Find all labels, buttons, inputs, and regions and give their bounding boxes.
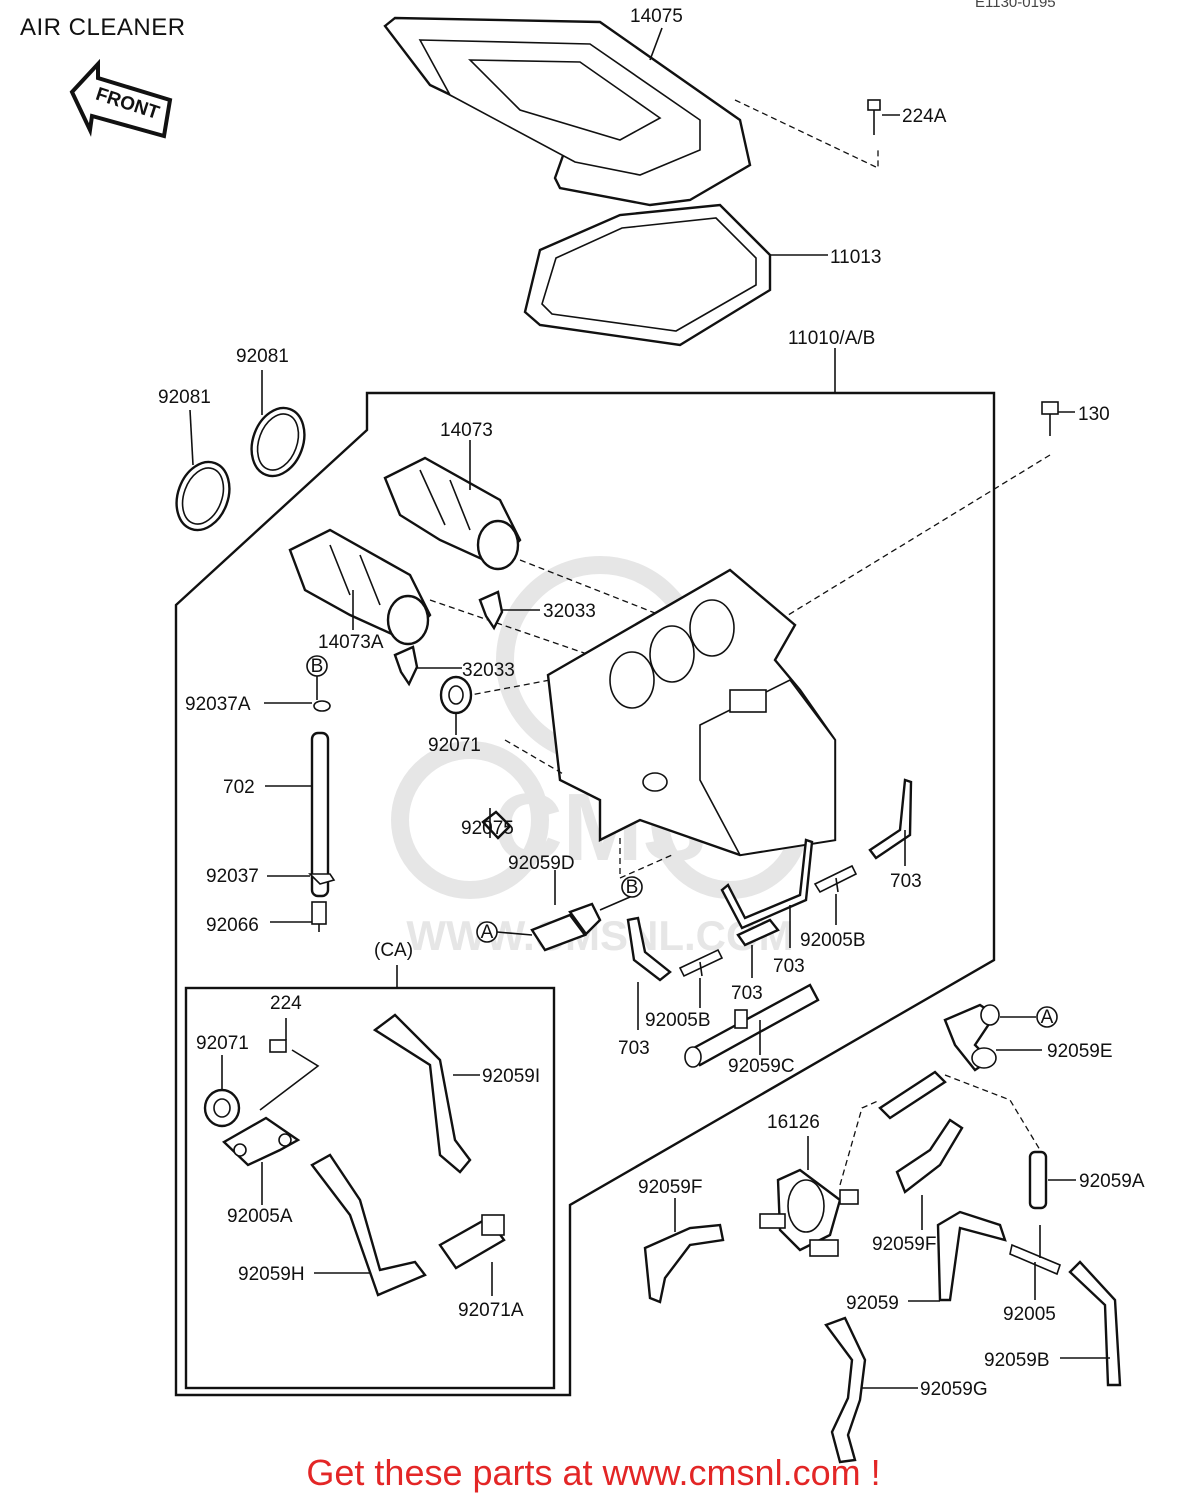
fitting-92005b-left xyxy=(678,948,724,978)
callout-224a: 224A xyxy=(902,106,947,127)
svg-text:B: B xyxy=(626,877,639,898)
ca-variant-box xyxy=(184,986,556,1390)
callout-92059e: 92059E xyxy=(1047,1041,1113,1062)
svg-text:A: A xyxy=(1041,1007,1054,1028)
hose-92059f-left xyxy=(643,1223,725,1304)
callout-224: 224 xyxy=(270,993,302,1014)
valve-16126 xyxy=(759,1168,859,1257)
callout-92071: 92071 xyxy=(428,735,481,756)
hose-92059b xyxy=(1068,1260,1122,1387)
bolt-224a xyxy=(867,99,881,135)
callout-92059: 92059 xyxy=(846,1293,899,1314)
air-cleaner-cover xyxy=(383,16,752,207)
callout-16126: 16126 xyxy=(767,1112,820,1133)
gasket-11013 xyxy=(523,203,772,347)
nipple-92071a xyxy=(438,1214,506,1270)
callout-92005: 92005 xyxy=(1003,1304,1056,1325)
callout-703-left: 703 xyxy=(618,1038,650,1059)
hose-92059i xyxy=(372,1013,472,1174)
front-arrow: FRONT xyxy=(69,58,173,139)
o-ring-92081-left xyxy=(175,460,231,532)
bolt-224 xyxy=(269,1039,287,1053)
callout-92059c: 92059C xyxy=(728,1056,795,1077)
marker-a-left: A xyxy=(476,921,498,943)
callout-92059h: 92059H xyxy=(238,1264,305,1285)
hose-92059a xyxy=(1028,1150,1048,1210)
callout-14075: 14075 xyxy=(630,6,683,27)
o-ring-92081-right xyxy=(250,406,306,478)
hose-92059f-right xyxy=(895,1118,964,1194)
hose-703-short xyxy=(736,918,780,947)
callout-92059a: 92059A xyxy=(1079,1171,1145,1192)
callout-92081-right: 92081 xyxy=(236,346,289,367)
hose-702 xyxy=(310,731,330,898)
callout-92005b-right: 92005B xyxy=(800,930,866,951)
fitting-92005 xyxy=(1009,1225,1061,1276)
air-cleaner-case-outline xyxy=(174,391,996,1397)
fitting-92005b-right xyxy=(813,864,858,894)
pipe-92059d xyxy=(530,902,602,952)
callout-92071-ca: 92071 xyxy=(196,1033,249,1054)
hose-92059h xyxy=(310,1153,427,1297)
hose-92059 xyxy=(936,1210,1007,1302)
callout-92075: 92075 xyxy=(461,818,514,839)
bracket-92005a xyxy=(222,1116,301,1167)
callout-32033-a: 32033 xyxy=(543,601,596,622)
callout-703-right: 703 xyxy=(890,871,922,892)
callout-11010: 11010/A/B xyxy=(788,328,875,349)
hose-92059g xyxy=(824,1316,867,1464)
callout-702: 702 xyxy=(223,777,255,798)
elbow-32033-a xyxy=(478,590,504,631)
callout-92071a: 92071A xyxy=(458,1300,524,1321)
callout-14073a: 14073A xyxy=(318,632,384,653)
callout-703-mid: 703 xyxy=(773,956,805,977)
callout-92081-left: 92081 xyxy=(158,387,211,408)
marker-a-right: A xyxy=(1036,1006,1058,1028)
page-title: AIR CLEANER xyxy=(20,14,186,41)
shop-link[interactable]: Get these parts at www.cmsnl.com ! xyxy=(306,1452,881,1493)
clip-92037 xyxy=(308,873,336,885)
callout-14073: 14073 xyxy=(440,420,493,441)
pipe-92059c xyxy=(684,983,820,1068)
callout-92037a: 92037A xyxy=(185,694,251,715)
pipe-connector xyxy=(878,1070,947,1120)
callout-92059f-right: 92059F xyxy=(872,1234,936,1255)
callout-92066: 92066 xyxy=(206,915,259,936)
callout-92059f-left: 92059F xyxy=(638,1177,702,1198)
callout-92005a: 92005A xyxy=(227,1206,293,1227)
marker-b-lower: B xyxy=(621,876,643,898)
ref-code: E1130-0195 xyxy=(975,0,1056,11)
elbow-92059e xyxy=(943,1003,1000,1072)
svg-text:A: A xyxy=(481,922,494,943)
callout-92037: 92037 xyxy=(206,866,259,887)
callout-92005b-left: 92005B xyxy=(645,1010,711,1031)
air-cleaner-case xyxy=(546,568,837,857)
marker-b-top: B xyxy=(306,655,328,677)
hose-703-right xyxy=(868,778,913,860)
funnel-14073 xyxy=(383,456,522,571)
funnel-14073a xyxy=(288,528,432,646)
callout-ca: (CA) xyxy=(374,940,413,961)
callout-11013: 11013 xyxy=(830,247,881,268)
callout-92059i: 92059I xyxy=(482,1066,540,1087)
callout-32033-b: 32033 xyxy=(462,660,515,681)
elbow-32033-b xyxy=(393,645,419,687)
callout-703-short: 703 xyxy=(731,983,763,1004)
hose-703-left xyxy=(626,916,672,982)
grommet-92071 xyxy=(439,675,473,715)
plug-92066 xyxy=(311,901,327,932)
callout-130: 130 xyxy=(1078,404,1110,425)
callout-92059d: 92059D xyxy=(508,853,575,874)
svg-text:B: B xyxy=(311,656,324,677)
grommet-92071-ca xyxy=(203,1088,241,1128)
callout-92059b: 92059B xyxy=(984,1350,1050,1371)
bolt-130 xyxy=(1041,401,1059,436)
clip-92037a xyxy=(313,700,331,712)
callout-92059g: 92059G xyxy=(920,1379,988,1400)
